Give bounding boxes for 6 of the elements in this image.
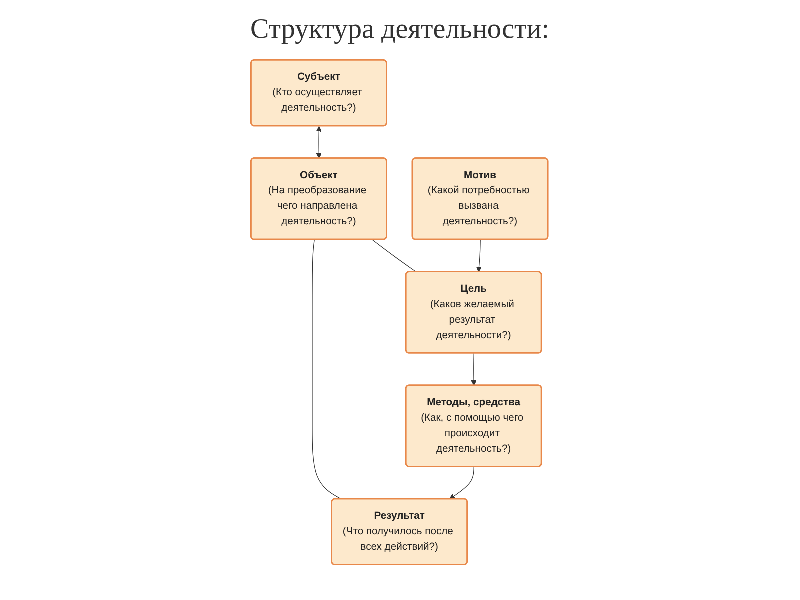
arrow [450,466,475,500]
connector [312,239,342,500]
arrow [472,352,478,386]
slide-title: Структура деятельности: [249,14,551,46]
arrow [316,126,322,158]
arrow [476,239,482,272]
